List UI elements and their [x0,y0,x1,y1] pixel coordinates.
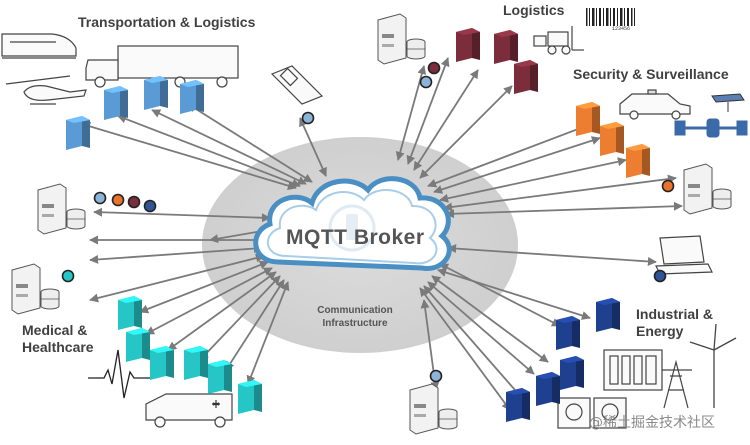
logistics-device-icon [456,28,480,62]
server-icon [409,383,458,435]
infrastructure-label-line1: Communication [317,305,393,316]
sector-label-medical: Medical & Healthcare [22,322,94,356]
ambulance-icon [145,393,233,428]
logistics-device-icon [514,60,538,94]
police-car-icon [619,89,691,120]
connection-arrow [445,201,683,219]
broker-cloud [253,176,452,271]
status-dot [111,193,125,207]
status-dot [301,111,315,125]
arrows-group [81,57,683,411]
connection-arrow [419,85,513,179]
devices-group [66,28,650,422]
watermark: @稀土掘金技术社区 [589,415,715,431]
solar-panel-icon [711,93,745,112]
connection-arrow [187,103,313,183]
sector-label-medical-line1: Medical & [22,322,88,338]
logistics-device-icon [494,30,518,64]
sector-label-security: Security & Surveillance [573,66,729,82]
connection-arrow [246,281,290,385]
status-dot [127,195,141,209]
medical-device-icon [238,380,262,414]
status-dot [653,269,667,283]
status-dot [419,75,433,89]
barcode-number: 123456 [612,26,631,32]
security-device-icon [600,122,624,156]
security-device-icon [576,102,600,136]
sector-label-medical-line2: Healthcare [22,339,94,355]
transport-device-icon [144,76,168,110]
sector-label-transportation: Transportation & Logistics [78,14,256,30]
connection-arrow [427,124,587,188]
train-icon [1,33,77,59]
industrial-device-icon [560,356,584,390]
infrastructure-label-line2: Infrastructure [322,318,388,329]
heartbeat-icon [88,349,150,399]
industrial-device-icon [596,298,620,332]
status-dot [61,269,75,283]
connection-arrow [93,207,271,223]
sector-label-logistics: Logistics [503,2,565,18]
transport-device-icon [66,116,90,150]
barcode-icon [586,8,635,26]
medical-device-icon [150,346,174,380]
sector-label-industrial-line2: Energy [636,323,684,339]
medical-device-icon [118,296,142,330]
status-dot [143,199,157,213]
medical-device-icon [208,360,232,394]
status-dot [429,369,443,383]
sector-label-industrial: Industrial & Energy [636,306,713,340]
power-pylon-icon [660,359,692,409]
security-device-icon [626,144,650,178]
connection-arrow [151,109,307,185]
broker-label: MQTT Broker [286,226,425,249]
connection-arrow [117,114,301,188]
connection-arrow [299,117,327,177]
meters-icon [557,397,627,429]
status-dot [93,191,107,205]
server-icon [11,263,60,315]
industrial-device-icon [536,372,560,406]
industrial-device-icon [556,316,580,350]
server-icon [683,163,732,215]
laptop-icon [655,235,713,275]
helicopter-icon [5,75,87,105]
handheld-scanner-icon [270,65,324,105]
control-panel-icon [603,349,663,391]
wind-turbine-icon [689,323,737,408]
truck-icon [85,45,239,88]
status-dot [661,179,675,193]
servers-group [11,13,732,435]
industrial-device-icon [506,388,530,422]
pipeline-icon [674,118,748,138]
mqtt-logo-icon [328,204,376,252]
medical-device-icon [126,328,150,362]
status-dot [427,61,441,75]
connection-arrow [447,244,657,266]
medical-device-icon [184,346,208,380]
connection-arrow [81,122,297,190]
server-icon [377,13,426,65]
transport-device-icon [104,86,128,120]
status-dots-group [61,61,675,383]
transport-device-icon [180,80,204,114]
forklift-icon [533,26,584,55]
sector-label-industrial-line1: Industrial & [636,306,714,322]
server-icon [37,183,86,235]
infrastructure-label: Communication Infrastructure [300,304,410,330]
